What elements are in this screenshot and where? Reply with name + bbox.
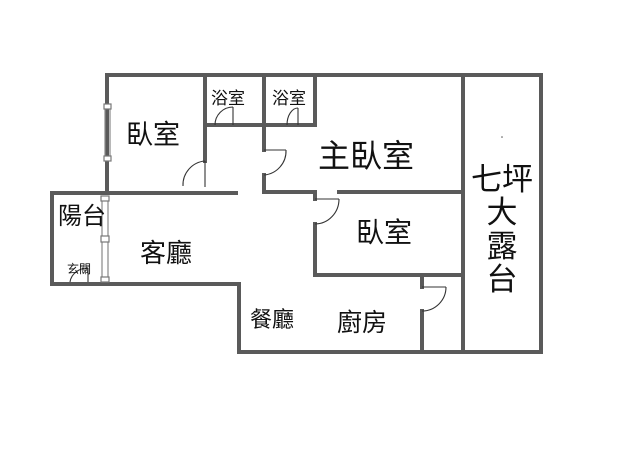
terrace-label-line-2: 大 [486,195,518,232]
terrace-label: 七坪 大 露 台 [463,162,541,299]
bathroom-1-label: 浴室 [211,89,245,109]
master-bedroom-label: 主臥室 [318,137,415,175]
bathroom-2-label: 浴室 [272,89,306,109]
terrace-label-line-4: 台 [486,262,518,299]
bedroom-middle-label: 臥室 [356,216,413,249]
windows [100,103,112,283]
doors [69,106,447,312]
walls [50,73,543,354]
terrace-label-line-1: 七坪 [471,162,533,198]
bedroom-left-label: 臥室 [126,120,180,151]
entrance-label: 玄關 [67,262,92,276]
kitchen-label: 廚房 [337,308,388,337]
balcony-label: 陽台 [58,202,106,230]
living-room-label: 客廳 [140,239,193,269]
dining-room-label: 餐廳 [250,308,295,333]
marker-dot [501,136,503,138]
terrace-label-line-3: 露 [486,228,518,265]
